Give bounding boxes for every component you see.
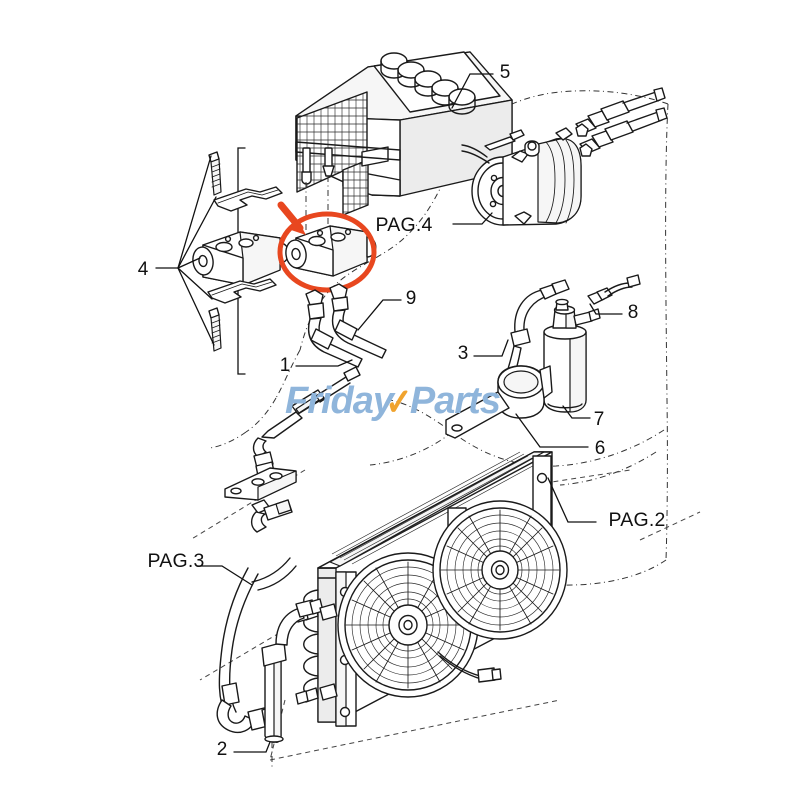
cooling-fan-right — [432, 500, 568, 640]
clamp-plate-lower — [207, 278, 277, 304]
expansion-valve-kit — [155, 147, 290, 375]
expansion-valve — [285, 225, 377, 277]
callout-label-4: 4 — [138, 259, 149, 280]
condenser-fan-assembly — [295, 451, 597, 727]
callout-label-8: 8 — [628, 302, 639, 323]
callout-label-2: 2 — [217, 739, 228, 760]
callout-label-6: 6 — [595, 438, 606, 459]
condenser-fins — [331, 451, 541, 565]
pressure-switch — [587, 274, 641, 315]
callout-label-3: 3 — [458, 343, 469, 364]
receiver-drier — [543, 298, 601, 419]
callout-label-7: 7 — [594, 409, 605, 430]
evaporator-unit — [295, 51, 513, 232]
evaporator-ports — [301, 147, 335, 185]
condenser-hose — [216, 567, 324, 770]
callout-4-leaders — [155, 155, 217, 346]
highlight-arrow-icon — [277, 201, 306, 235]
callout-label-1: 1 — [280, 355, 291, 376]
highlight-annotation — [277, 201, 377, 293]
callout-label-pag3: PAG.3 — [148, 550, 205, 572]
bolt-lower — [208, 307, 222, 352]
lower-line-group — [196, 366, 361, 591]
drier-bracket — [445, 365, 589, 448]
compressor-ports — [575, 87, 668, 157]
evaporator-lower-grille — [343, 160, 368, 215]
callout-1-leader — [295, 359, 353, 367]
expansion-valve-exploded — [192, 231, 290, 286]
condenser-inlet-fittings — [319, 603, 338, 701]
callout-9-leader — [357, 299, 402, 331]
callout-label-9: 9 — [406, 288, 417, 309]
upper-hose-pair — [329, 283, 387, 359]
callout-label-pag4: PAG.4 — [376, 214, 433, 236]
callout-labels: 5 4 9 1 3 8 7 6 2 PAG.4 PAG.2 PAG.3 — [138, 62, 666, 760]
compressor — [452, 87, 668, 226]
callout-label-pag2: PAG.2 — [609, 509, 666, 531]
lower-hose-pair — [305, 289, 363, 368]
clamp-plate-upper — [213, 186, 283, 212]
bolt-upper — [208, 151, 222, 196]
callout-label-5: 5 — [500, 62, 511, 83]
